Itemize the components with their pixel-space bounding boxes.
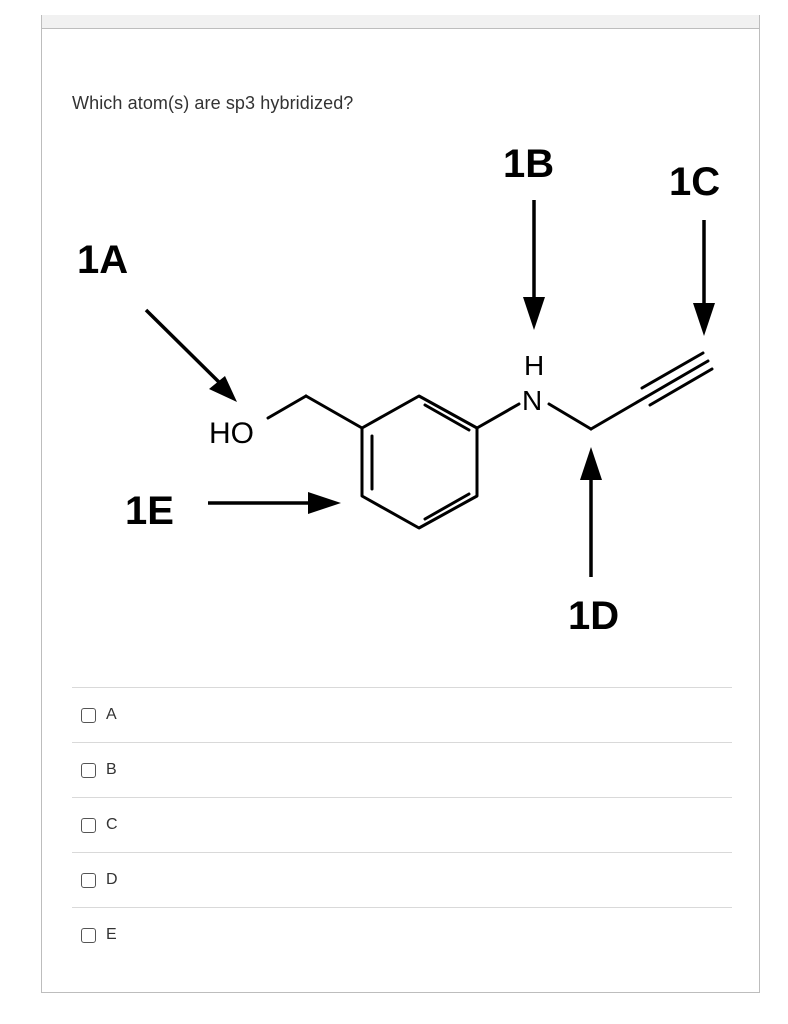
option-d-label: D <box>106 871 118 888</box>
card-top-bar <box>42 15 759 29</box>
molecule-figure: HO H N 1A 1B 1C 1D 1E <box>77 142 720 638</box>
checkbox-e[interactable] <box>81 927 96 943</box>
option-c[interactable]: C <box>72 797 732 852</box>
option-e-label: E <box>106 926 117 943</box>
option-c-label: C <box>106 816 118 833</box>
checkbox-c[interactable] <box>81 817 96 833</box>
option-b-label: B <box>106 761 117 778</box>
arrowhead-1b <box>523 297 545 330</box>
label-1b: 1B <box>503 142 554 186</box>
bond-ch2-o <box>266 394 308 420</box>
option-b[interactable]: B <box>72 742 732 797</box>
benzene-ring <box>360 394 479 530</box>
bond-ring-n <box>475 402 521 430</box>
arrowhead-1d <box>580 447 602 480</box>
atom-ho: HO <box>209 417 254 450</box>
bond-ring-ch2 <box>304 394 364 430</box>
bond-n-ch2 <box>547 402 593 431</box>
triple-bond-center <box>644 359 710 399</box>
atom-h: H <box>524 350 544 381</box>
label-1c: 1C <box>669 160 720 204</box>
atom-n: N <box>522 385 542 416</box>
question-text: Which atom(s) are sp3 hybridized? <box>72 93 354 113</box>
option-d[interactable]: D <box>72 852 732 907</box>
ring-double-bond-2 <box>423 403 471 432</box>
question-card: Which atom(s) are sp3 hybridized? <box>41 15 760 993</box>
label-1a: 1A <box>77 238 128 282</box>
checkbox-d[interactable] <box>81 872 96 888</box>
checkbox-a[interactable] <box>81 707 96 723</box>
arrowhead-1c <box>693 303 715 336</box>
label-1d: 1D <box>568 594 619 638</box>
arrowhead-1a <box>209 376 237 402</box>
triple-bond-lower <box>648 367 714 407</box>
option-e[interactable]: E <box>72 907 732 962</box>
arrow-1a <box>144 308 231 394</box>
bond-ch2-alkyne <box>589 395 648 431</box>
checkbox-b[interactable] <box>81 762 96 778</box>
triple-bond-upper <box>640 351 705 390</box>
arrowhead-1e <box>308 492 341 514</box>
option-a-label: A <box>106 706 117 723</box>
answer-options: A B C D E <box>72 687 732 962</box>
label-1e: 1E <box>125 489 174 533</box>
ring-double-bond-3 <box>423 492 471 521</box>
option-a[interactable]: A <box>72 687 732 742</box>
